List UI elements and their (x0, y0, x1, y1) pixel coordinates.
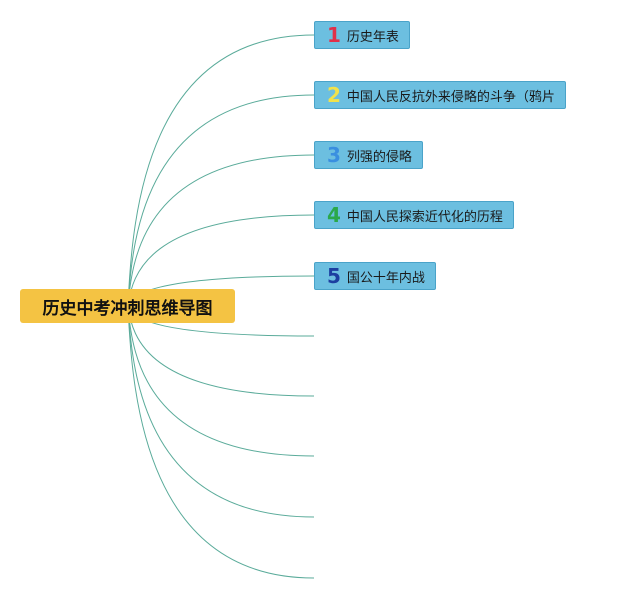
branch-number-3: 3 (327, 143, 341, 167)
connector-line-3 (127, 154, 315, 307)
connector-line-2 (127, 94, 315, 307)
connector-line-9 (127, 305, 315, 518)
branch-number-1: 1 (327, 23, 341, 47)
branch-node-2[interactable]: 2 中国人民反抗外来侵略的斗争（鸦片 (314, 81, 566, 109)
branch-label-1: 历史年表 (346, 29, 399, 45)
branch-number-2: 2 (327, 83, 341, 107)
connector-line-10 (127, 305, 315, 579)
branch-number-5: 5 (327, 264, 341, 288)
branch-node-4[interactable]: 4 中国人民探索近代化的历程 (314, 201, 514, 229)
root-label: 历史中考冲刺思维导图 (42, 298, 213, 319)
branch-label-2: 中国人民反抗外来侵略的斗争（鸦片 (346, 89, 555, 105)
connector-line-8 (127, 305, 315, 457)
branch-number-4: 4 (327, 203, 341, 227)
branch-label-4: 中国人民探索近代化的历程 (346, 209, 503, 225)
connector-line-1 (127, 34, 315, 307)
branch-label-5: 国公十年内战 (346, 270, 425, 286)
branch-node-5[interactable]: 5 国公十年内战 (314, 262, 436, 290)
branch-node-3[interactable]: 3 列强的侵略 (314, 141, 423, 169)
branch-label-3: 列强的侵略 (346, 149, 412, 165)
branch-node-1[interactable]: 1 历史年表 (314, 21, 410, 49)
root-node[interactable]: 历史中考冲刺思维导图 (20, 289, 235, 323)
